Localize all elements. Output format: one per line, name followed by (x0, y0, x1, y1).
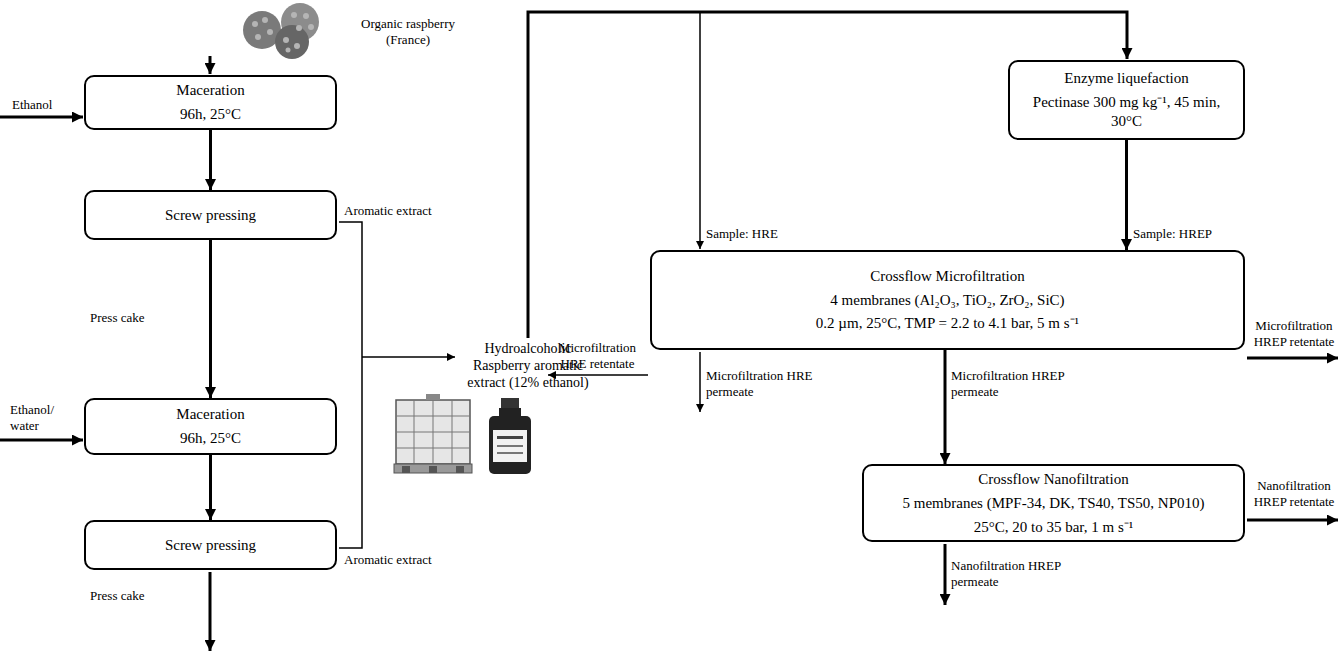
drawing-part (429, 466, 437, 473)
drawing-part (296, 25, 302, 31)
drawing-part (267, 29, 273, 35)
drawing-part (394, 464, 472, 473)
drawing-part (493, 430, 527, 462)
box-heading: Enzyme liquefaction (1064, 69, 1189, 88)
drawing-part (426, 394, 440, 400)
box-body: Pectinase 300 mg kg⁻¹, 45 min, 30°C (1020, 93, 1233, 131)
flow-line (339, 222, 362, 548)
box-body: 96h, 25°C (180, 429, 241, 448)
drawing-part (497, 445, 523, 447)
box-body: 5 membranes (MPF-34, DK, TS40, TS50, NP0… (903, 494, 1205, 513)
flow-label: Microfiltration HRE retentate (550, 340, 645, 371)
box-heading: Maceration (176, 81, 244, 100)
flow-arrow (209, 56, 212, 74)
drawing-part (396, 400, 470, 464)
box-heading: Maceration (176, 405, 244, 424)
flow-label: Sample: HRE (706, 226, 806, 242)
flow-label: Nanofiltration HREP permeate (951, 558, 1081, 589)
box-body: 96h, 25°C (180, 105, 241, 124)
thin-flow-lines (339, 12, 700, 548)
drawing-part (456, 466, 464, 473)
flow-label: Microfiltration HREP retentate (1249, 318, 1339, 349)
process-box: Crossflow Microfiltration 4 membranes (Al… (650, 250, 1245, 350)
flow-label: Aromatic extract (344, 552, 454, 568)
flow-arrow (0, 116, 83, 119)
drawing-part (291, 12, 297, 18)
flow-arrow (1247, 519, 1338, 522)
flow-arrow (699, 12, 701, 249)
process-box: Maceration 96h, 25°C (84, 398, 337, 455)
drawing-part (499, 408, 521, 416)
process-box: Screw pressing (84, 190, 337, 240)
raspberry (275, 25, 309, 59)
flow-label: Ethanol/ water (10, 402, 65, 433)
box-body: 4 membranes (Al₂O₃, TiO₂, ZrO₂, SiC) (830, 291, 1064, 310)
drawing-part (262, 17, 268, 23)
bottle-illustration (489, 398, 531, 474)
flow-arrow (209, 130, 212, 190)
drawing-part (308, 24, 314, 30)
process-box: Screw pressing (84, 520, 337, 570)
flow-arrow (944, 544, 947, 605)
box-heading: Screw pressing (165, 206, 256, 225)
drawing-part (294, 43, 300, 49)
edge-label: Sample: HREP (1133, 226, 1233, 242)
thick-flow-lines (0, 12, 1338, 651)
process-box: Crossflow Nanofiltration 5 membranes (MPF… (862, 464, 1245, 542)
flow-arrow (209, 572, 212, 651)
flow-label: Ethanol (12, 97, 72, 113)
flow-label: Aromatic extract (344, 203, 454, 219)
flow-arrow (699, 352, 701, 412)
flow-arrow (944, 350, 947, 464)
flow-arrow (362, 356, 455, 358)
flow-label: Press cake (90, 588, 170, 604)
raspberry-illustration (243, 3, 319, 59)
box-body: 0.2 µm, 25°C, TMP = 2.2 to 4.1 bar, 5 m … (816, 314, 1079, 333)
drawing-part (283, 37, 289, 43)
edge-label: Microfiltration HREP permeate (951, 368, 1081, 399)
drawing-part (252, 21, 258, 27)
flow-arrow (209, 240, 212, 398)
box-heading: Screw pressing (165, 536, 256, 555)
box-heading: Crossflow Microfiltration (870, 267, 1025, 286)
drawing-part (286, 48, 291, 53)
edge-label: Press cake (90, 310, 170, 326)
flow-label: Nanofiltration HREP retentate (1249, 478, 1339, 509)
flow-label: Microfiltration HRE permeate (706, 368, 836, 399)
drawing-part (396, 400, 470, 464)
flow-arrow (1247, 357, 1338, 360)
drawing-part (497, 452, 523, 454)
flow-label: Organic raspberry (France) (352, 16, 464, 47)
process-box: Enzyme liquefactionPectinase 300 mg kg⁻¹… (1008, 60, 1245, 140)
flow-arrow (0, 439, 83, 442)
flow-arrow (1125, 140, 1128, 250)
tote-tank-illustration (394, 394, 472, 473)
drawing-part (501, 398, 519, 408)
box-body: 25°C, 20 to 35 bar, 1 m s⁻¹ (974, 518, 1133, 537)
drawing-part (303, 13, 309, 19)
raspberry-drupelets (252, 12, 314, 53)
box-heading: Crossflow Nanofiltration (978, 470, 1128, 489)
process-box: Maceration 96h, 25°C (84, 75, 337, 130)
drawing-part (489, 416, 531, 474)
drawing-part (497, 436, 523, 439)
flow-arrow (209, 455, 212, 520)
drawing-part (255, 34, 261, 40)
drawing-part (402, 466, 410, 473)
